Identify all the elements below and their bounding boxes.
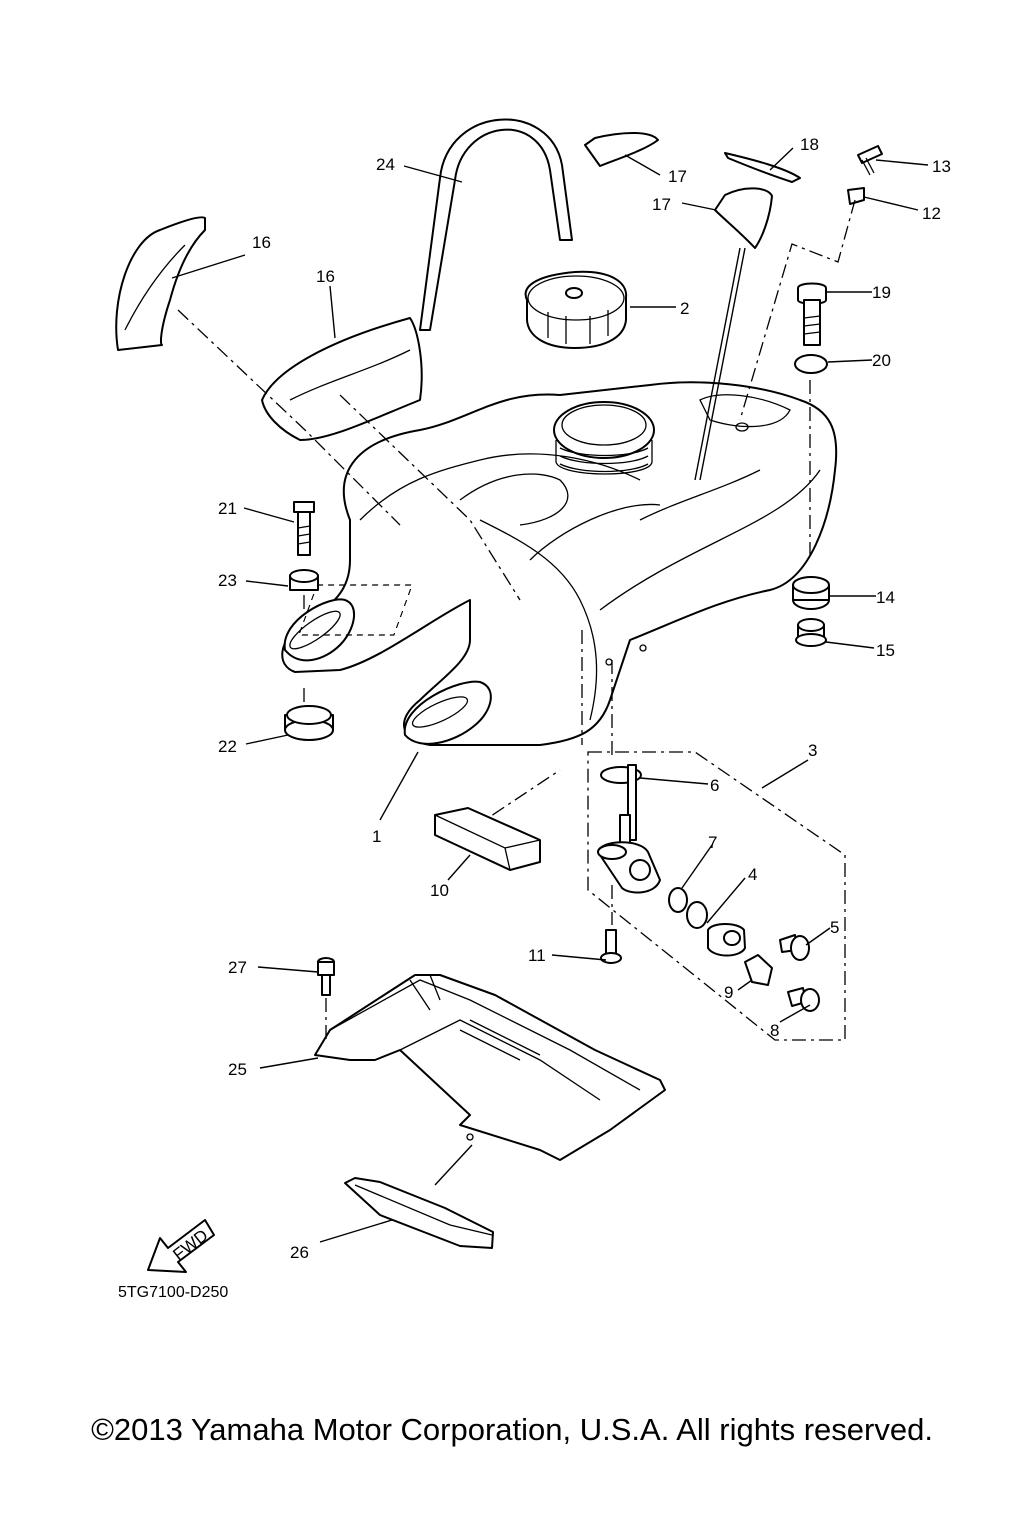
callout-19: 19 [872, 283, 891, 302]
damper-14 [792, 576, 830, 610]
callout-2: 2 [680, 299, 689, 318]
breather-hose [419, 118, 573, 331]
screw-13 [857, 145, 883, 176]
callout-15: 15 [876, 641, 895, 660]
clip-18 [724, 152, 801, 183]
screw-27 [317, 957, 335, 996]
callout-4: 4 [748, 865, 757, 884]
fuel-cock-body [597, 814, 661, 894]
pad-17-b [714, 187, 773, 249]
screw-5 [779, 934, 810, 961]
copyright-notice: ©2013 Yamaha Motor Corporation, U.S.A. A… [91, 1412, 933, 1447]
callout-14: 14 [876, 588, 895, 607]
o-ring-4 [686, 901, 708, 929]
callout-22: 22 [218, 737, 237, 756]
callout-20: 20 [872, 351, 891, 370]
callout-21: 21 [218, 499, 237, 518]
callout-26: 26 [290, 1243, 309, 1262]
bolt-21 [293, 501, 315, 556]
callout-7: 7 [708, 833, 717, 852]
parts-diagram: FWD 1 2 3 4 5 [115, 118, 951, 1273]
callout-17-a: 17 [668, 167, 687, 186]
callout-8: 8 [770, 1021, 779, 1040]
callout-17-b: 17 [652, 195, 671, 214]
callout-5: 5 [830, 918, 839, 937]
pad-26 [344, 1177, 494, 1249]
callout-1: 1 [372, 827, 381, 846]
collar-23 [289, 569, 319, 591]
fwd-arrow-icon: FWD [147, 1219, 215, 1273]
pad-16-a [115, 216, 206, 351]
callout-6: 6 [710, 776, 719, 795]
fuel-tank [281, 381, 838, 746]
bolt-19 [797, 282, 827, 346]
callout-24: 24 [376, 155, 395, 174]
leader-lines [171, 147, 929, 1243]
washer-20 [794, 354, 828, 374]
seal-7 [668, 887, 688, 913]
callout-25: 25 [228, 1060, 247, 1079]
damper-22 [284, 705, 334, 741]
lever-9 [744, 954, 773, 986]
callout-11: 11 [528, 946, 546, 965]
fuel-cap [524, 270, 628, 349]
callout-16-b: 16 [316, 267, 335, 286]
callout-12: 12 [922, 204, 941, 223]
pad-17-a [584, 132, 659, 167]
callout-13: 13 [932, 157, 951, 176]
diagram-code: 5TG7100-D250 [118, 1284, 229, 1301]
bolt-11 [600, 929, 622, 964]
screw-8 [787, 987, 820, 1012]
callout-9: 9 [724, 983, 733, 1002]
protector-25 [314, 974, 666, 1161]
callout-labels: 1 2 3 4 5 6 7 8 9 10 11 12 13 14 15 16 1… [218, 135, 951, 1262]
pad-16-b [261, 317, 423, 441]
callout-3: 3 [808, 741, 817, 760]
callout-23: 23 [218, 571, 237, 590]
callout-18: 18 [800, 135, 819, 154]
callout-16-a: 16 [252, 233, 271, 252]
collar-12 [847, 187, 865, 205]
collar-15 [795, 618, 827, 647]
callout-10: 10 [430, 881, 449, 900]
sponge-10 [434, 807, 541, 871]
callout-27: 27 [228, 958, 247, 977]
fuel-cock-group-outline [587, 751, 846, 1041]
